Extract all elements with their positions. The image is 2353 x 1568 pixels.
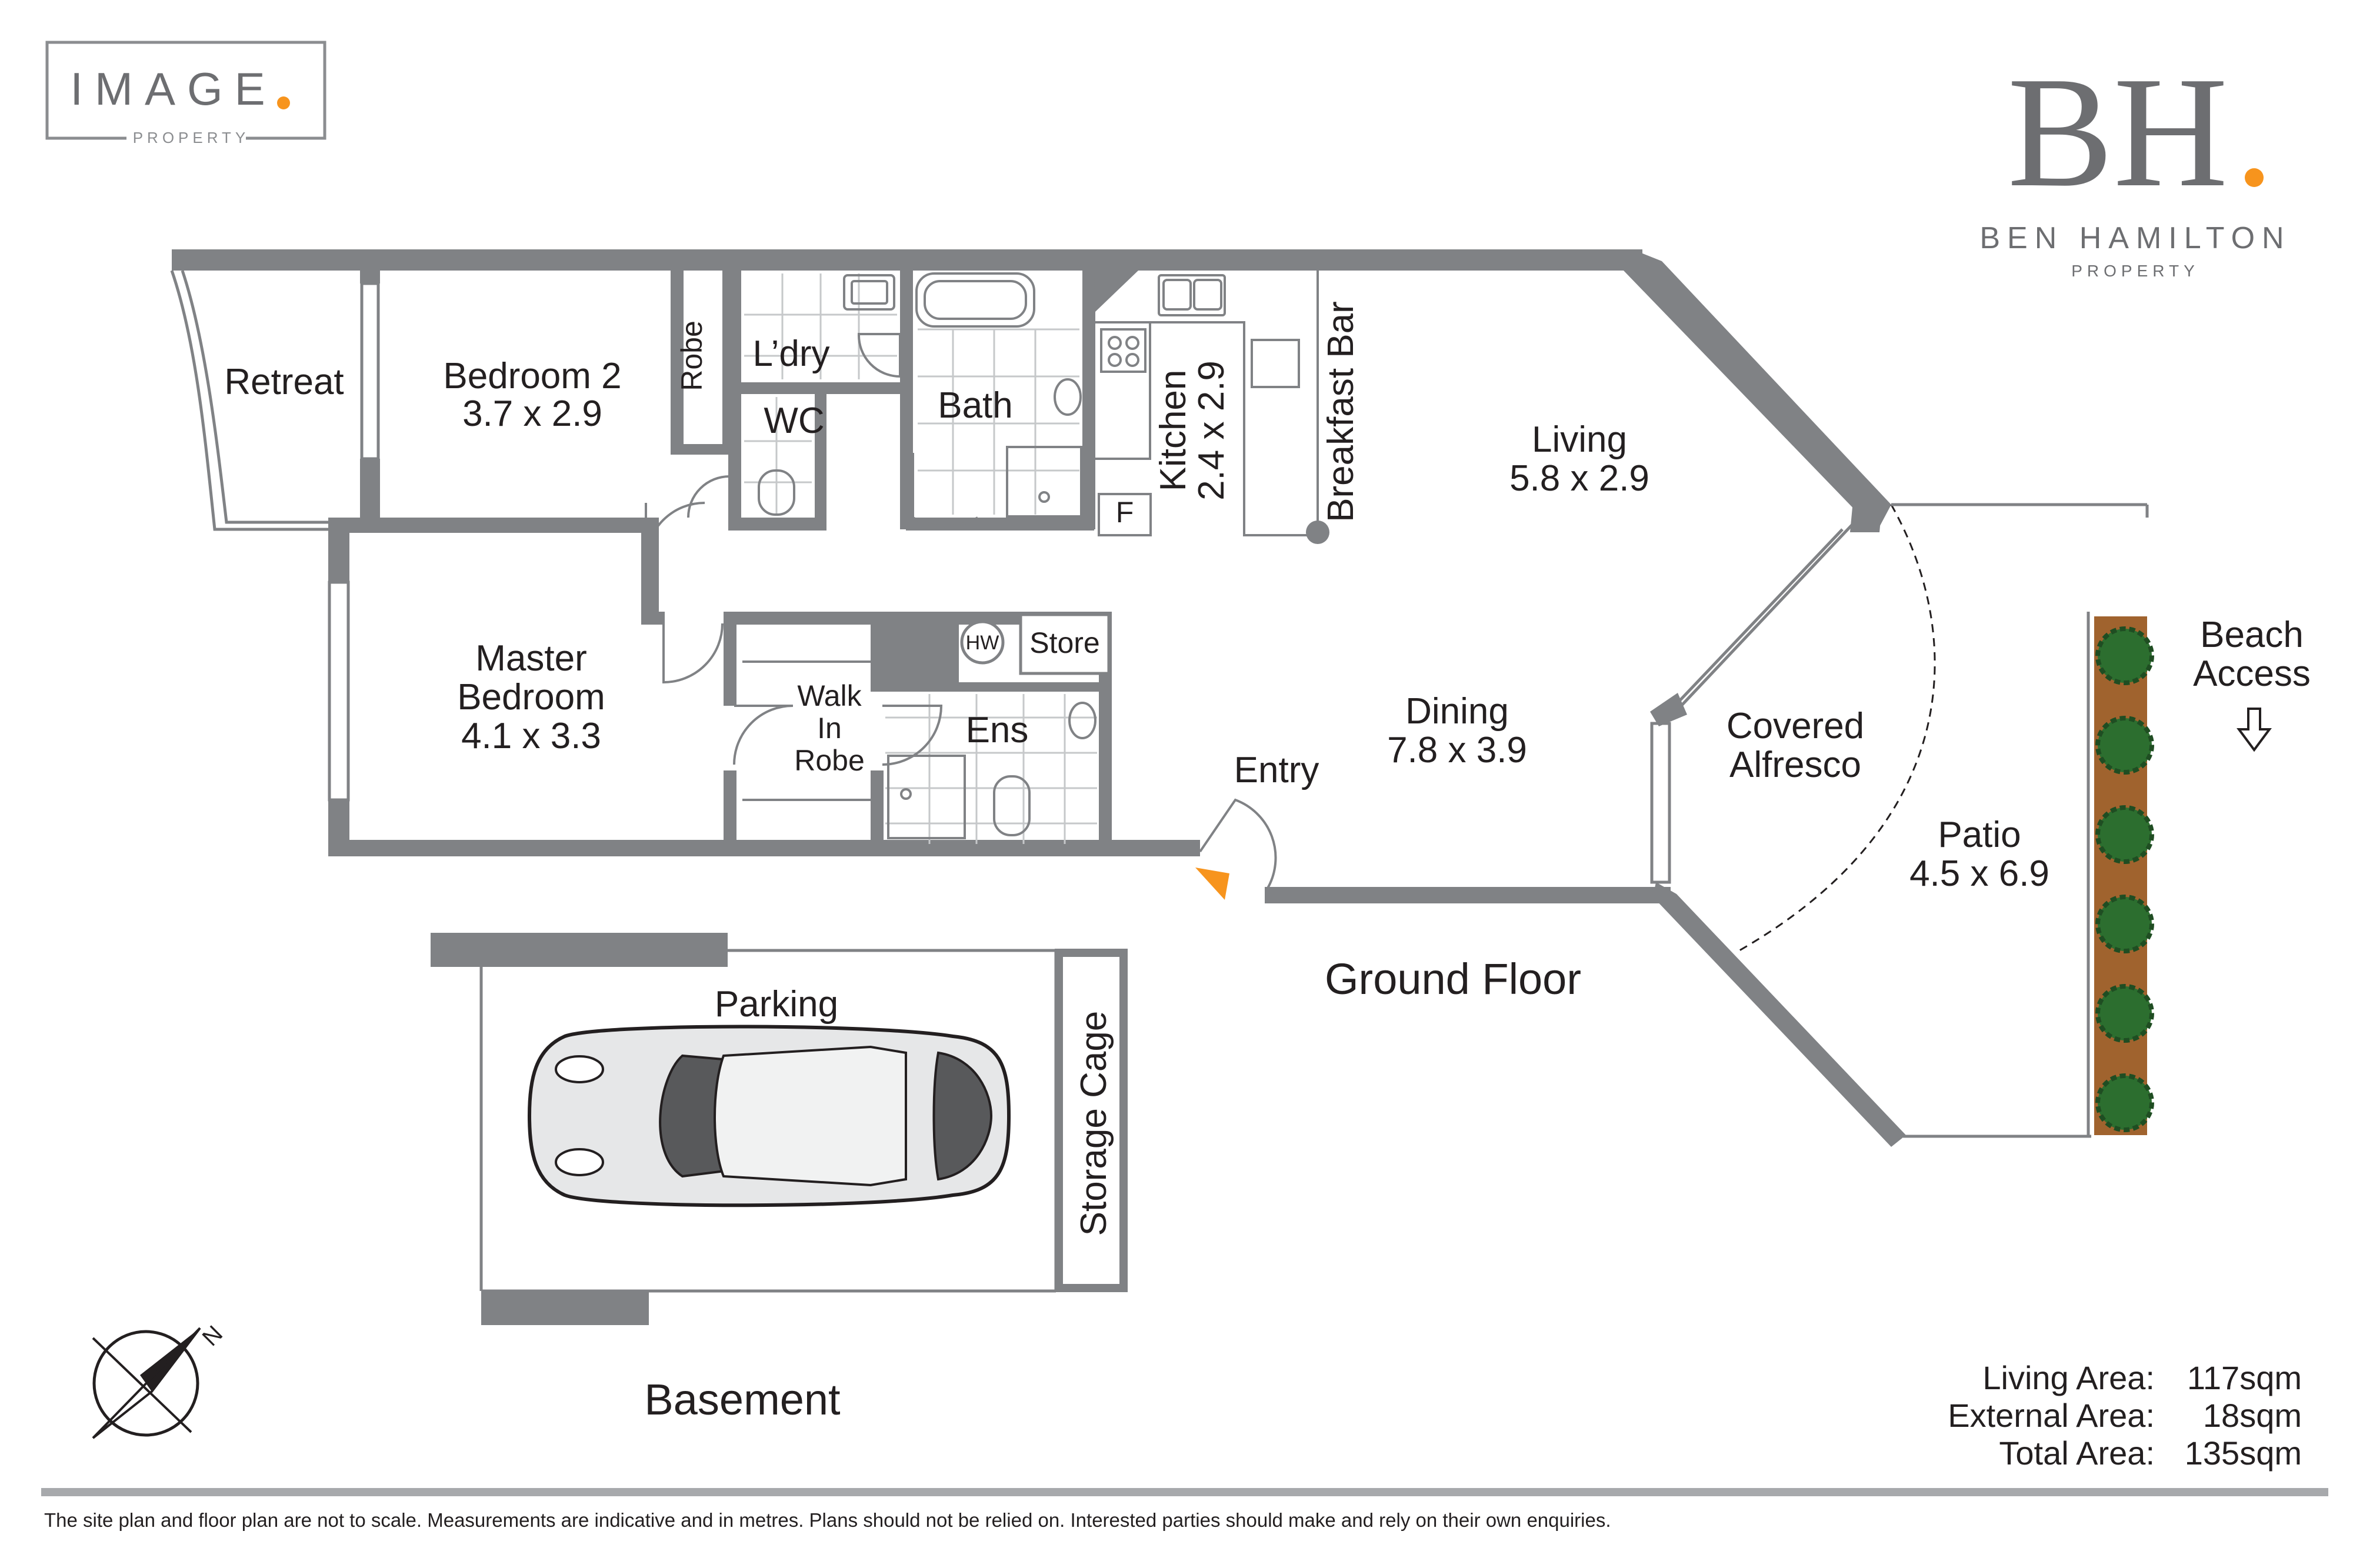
total-area-label: Total Area: <box>1999 1434 2155 1472</box>
ben-hamilton-logo: BH BEN HAMILTON PROPERTY <box>1979 44 2291 280</box>
image-logo-text: IMAGE <box>70 63 276 115</box>
ensuite-label: Ens <box>966 710 1029 750</box>
wir-label-2: In <box>817 712 842 745</box>
living-area-label: Living Area: <box>1982 1359 2155 1396</box>
basement <box>431 933 1128 1325</box>
doors <box>645 333 1936 954</box>
garden-bed <box>2094 616 2147 1135</box>
robe-label: Robe <box>675 321 708 391</box>
north-label: N <box>198 1321 228 1352</box>
store-label: Store <box>1029 626 1100 659</box>
bedroom2-label: Bedroom 2 <box>443 356 621 396</box>
room-labels: Retreat Bedroom 2 3.7 x 2.9 Robe L’dry W… <box>224 301 2311 1236</box>
disclaimer: The site plan and floor plan are not to … <box>44 1509 1611 1531</box>
entry-label: Entry <box>1234 750 1319 790</box>
entry-arrow-icon <box>1195 868 1229 900</box>
basement-title: Basement <box>644 1375 841 1424</box>
patio-garden <box>1891 503 2272 1138</box>
patio-size: 4.5 x 6.9 <box>1909 853 2049 894</box>
external-area-label: External Area: <box>1948 1397 2155 1434</box>
shrub-icon <box>2095 895 2154 953</box>
living-label: Living <box>1532 419 1627 460</box>
breakfast-bar-label: Breakfast Bar <box>1321 301 1361 522</box>
kitchen-size: 2.4 x 2.9 <box>1191 361 1232 501</box>
laundry-label: L’dry <box>753 333 830 374</box>
kitchen-label: Kitchen <box>1153 370 1194 492</box>
bedroom2-size: 3.7 x 2.9 <box>462 393 602 434</box>
ground-floor-title: Ground Floor <box>1325 955 1581 1003</box>
logo-accent-dot <box>277 96 290 109</box>
bar-end-marker <box>1306 521 1329 544</box>
shrub-icon <box>2095 1073 2154 1132</box>
ground-floor-walls <box>170 249 1906 1147</box>
footer-divider <box>41 1488 2328 1496</box>
living-size: 5.8 x 2.9 <box>1509 458 1649 499</box>
shrub-icons <box>2095 626 2154 1132</box>
beach-access-label-2: Access <box>2193 653 2311 694</box>
beach-access-label-1: Beach <box>2200 615 2304 655</box>
shrub-icon <box>2095 984 2154 1043</box>
alfresco-label-1: Covered <box>1727 706 1864 746</box>
alfresco-label-2: Alfresco <box>1729 745 1861 785</box>
hw-label: HW <box>966 632 999 654</box>
compass-icon: N <box>92 1321 228 1439</box>
shrub-icon <box>2095 716 2154 775</box>
wir-label-3: Robe <box>794 744 865 777</box>
fridge-label: F <box>1116 496 1134 529</box>
parking-label: Parking <box>715 984 838 1025</box>
wc-label: WC <box>764 401 824 441</box>
total-area-value: 135sqm <box>2185 1434 2302 1472</box>
external-area-value: 18sqm <box>2203 1397 2302 1434</box>
bh-monogram: BH <box>2007 44 2228 220</box>
fixtures <box>742 271 1329 844</box>
retreat-label: Retreat <box>224 362 344 402</box>
bh-sub: PROPERTY <box>2071 262 2199 280</box>
patio-label: Patio <box>1938 815 2021 855</box>
area-summary: Living Area: 117sqm External Area: 18sqm… <box>1948 1359 2302 1472</box>
shrub-icon <box>2095 626 2154 685</box>
storage-cage-label: Storage Cage <box>1074 1011 1114 1236</box>
car-icon <box>527 1025 1011 1207</box>
shrub-icon <box>2095 805 2154 864</box>
living-area-value: 117sqm <box>2187 1359 2302 1396</box>
wir-label-1: Walk <box>797 679 862 712</box>
dining-label: Dining <box>1405 691 1509 732</box>
master-size: 4.1 x 3.3 <box>461 716 601 756</box>
bath-label: Bath <box>938 385 1013 426</box>
image-property-logo: IMAGE PROPERTY <box>45 41 326 146</box>
dining-size: 7.8 x 3.9 <box>1387 730 1527 770</box>
down-arrow-icon <box>2237 708 2272 752</box>
image-logo-sub: PROPERTY <box>133 129 250 146</box>
master-label-1: Master <box>475 638 586 679</box>
bh-accent-dot <box>2245 168 2264 187</box>
master-label-2: Bedroom <box>457 677 605 718</box>
bh-name: BEN HAMILTON <box>1979 221 2291 255</box>
